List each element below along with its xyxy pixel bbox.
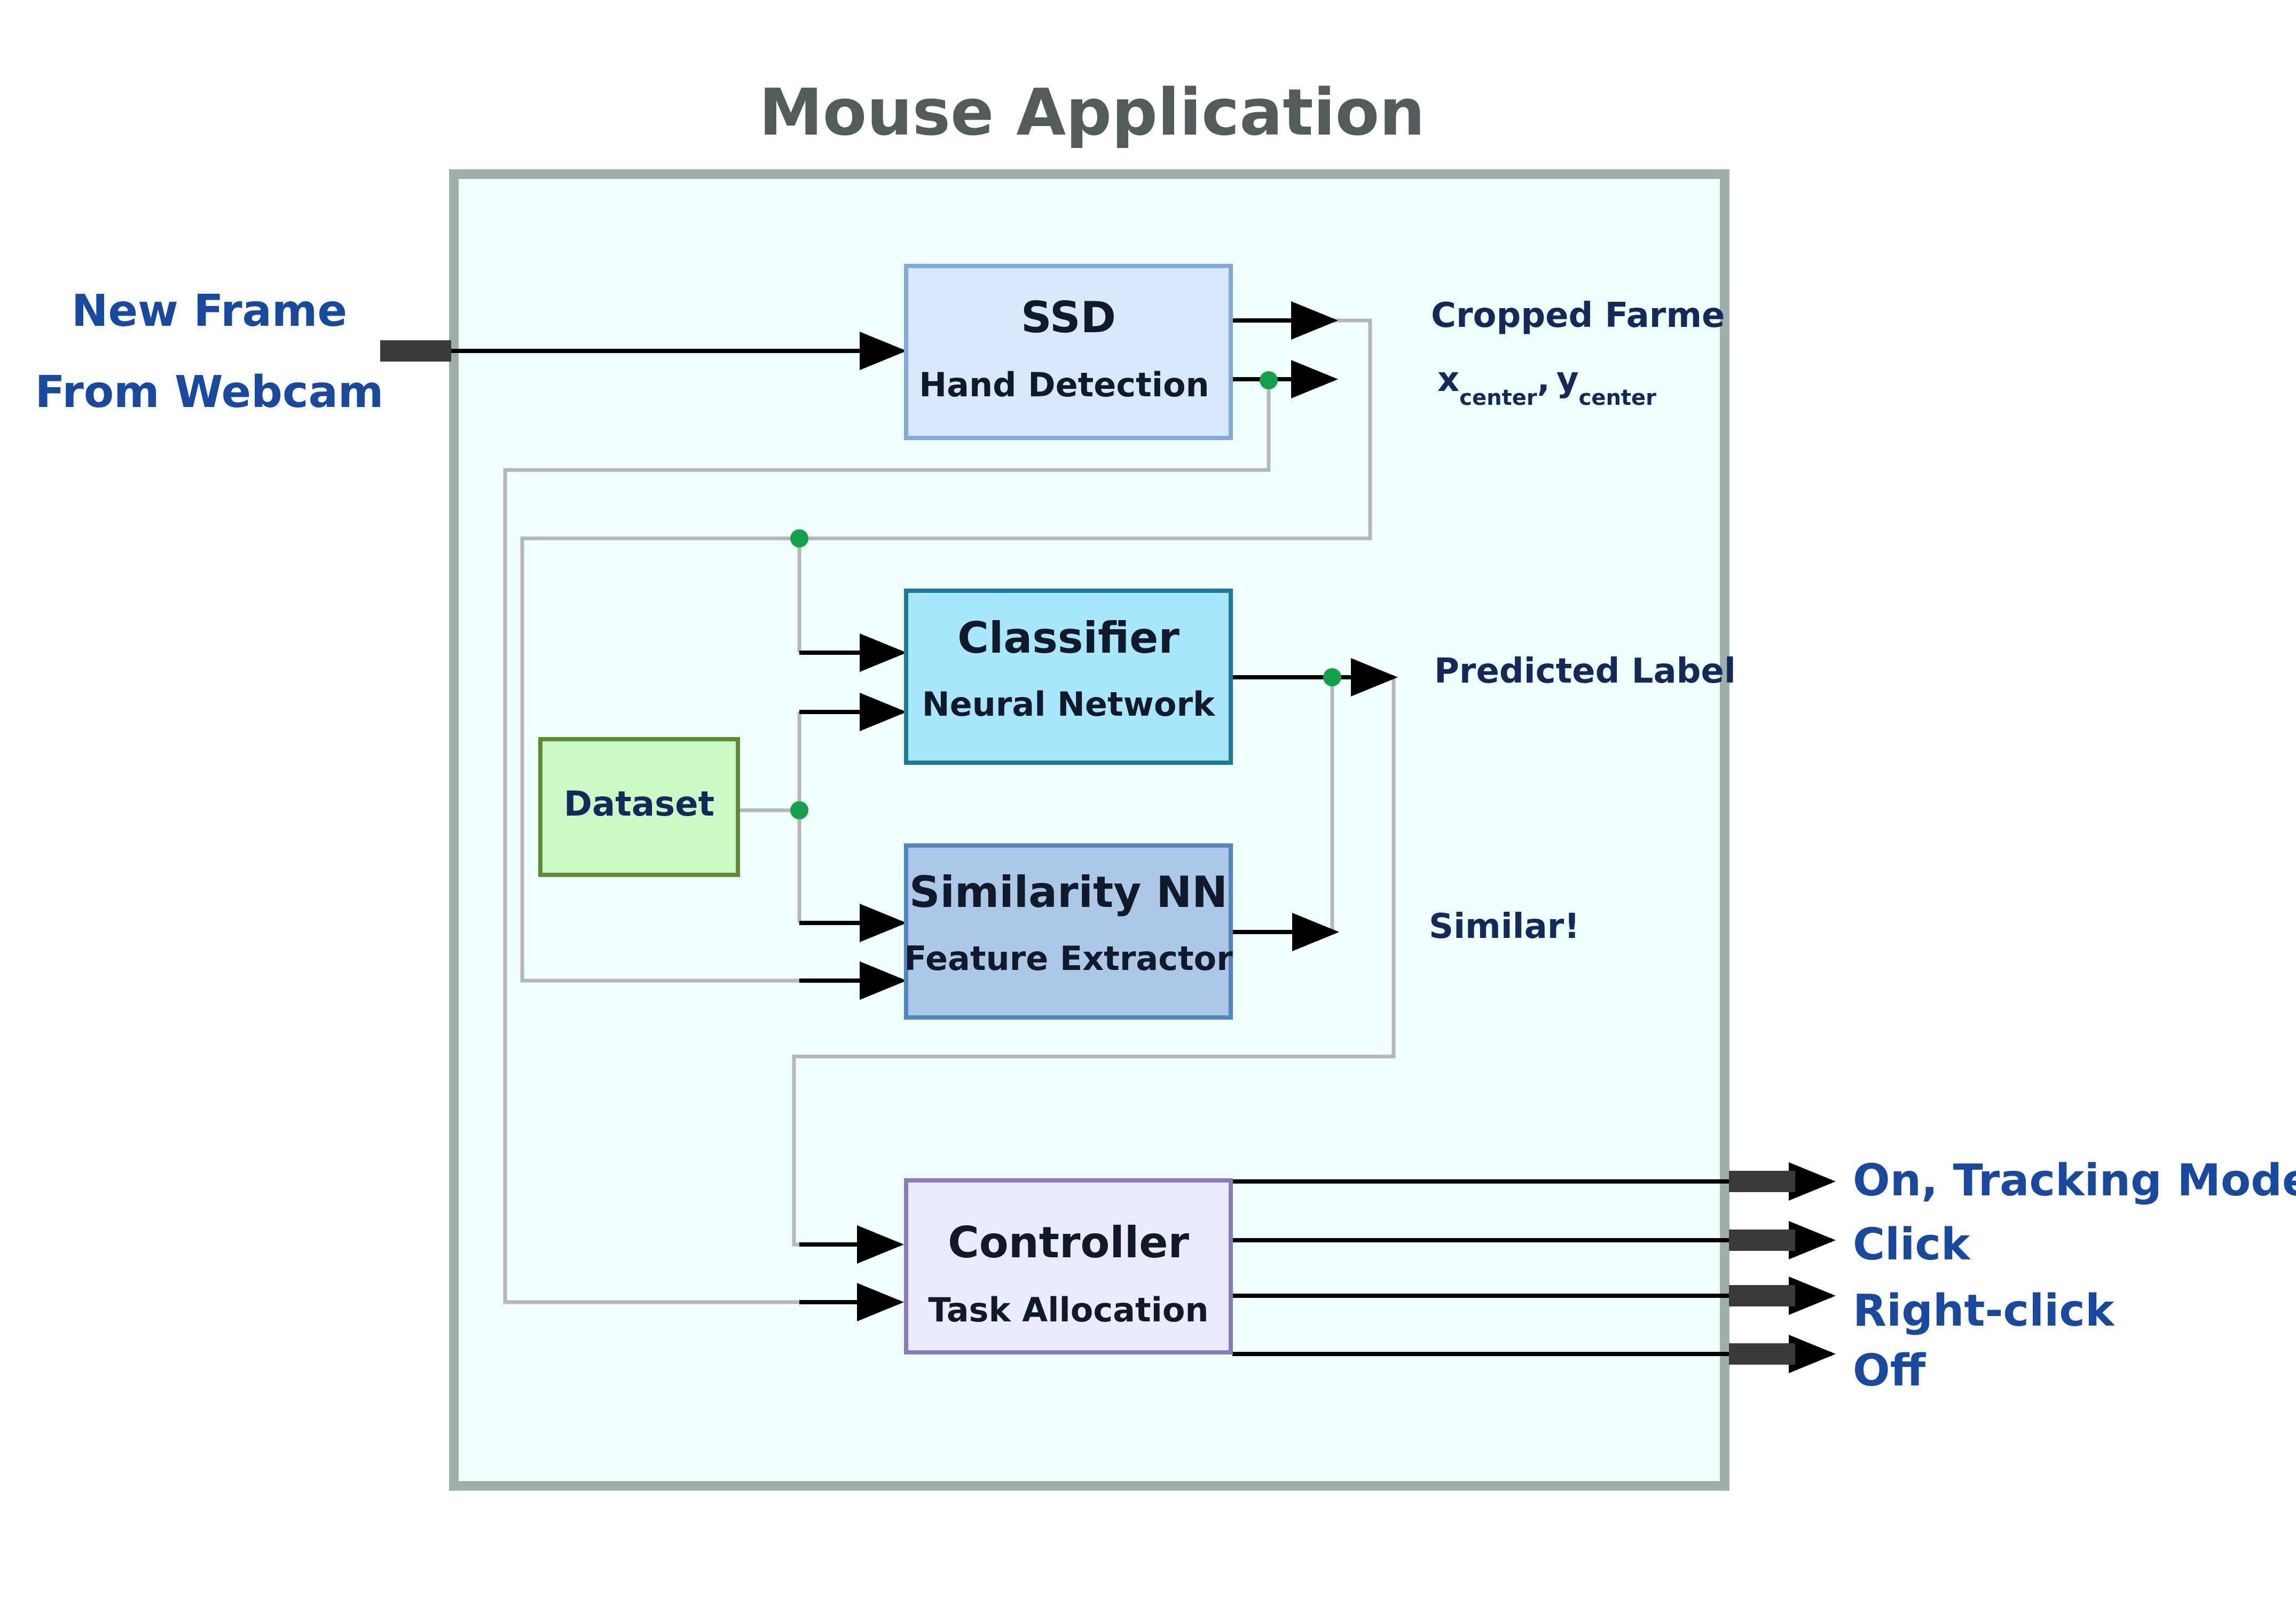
signal-y-sub: center (1579, 386, 1657, 410)
controller-box (904, 1178, 1233, 1355)
classifier-block: Classifier Neural Network (904, 589, 1233, 765)
classifier-subtitle: Neural Network (922, 685, 1216, 724)
similarity-box (904, 843, 1233, 1020)
controller-subtitle: Task Allocation (928, 1290, 1208, 1329)
signal-x-var: x (1437, 360, 1459, 400)
dataset-box (538, 737, 740, 877)
classifier-title: Classifier (957, 613, 1180, 663)
wire-cropped-frame (520, 318, 1372, 983)
classifier-box (904, 589, 1233, 765)
controller-block: Controller Task Allocation (904, 1178, 1233, 1355)
similarity-subtitle: Feature Extractor (904, 939, 1233, 978)
controller-title: Controller (948, 1218, 1189, 1267)
wire-coords (503, 379, 1271, 1304)
junction-dot-cropped (790, 529, 808, 547)
signal-coordinates: xcenter,ycenter (1437, 360, 1656, 410)
similarity-title: Similarity NN (909, 867, 1228, 917)
signal-similar: Similar! (1429, 907, 1580, 946)
signal-x-sub: center (1459, 386, 1537, 410)
junction-dot-coords (1260, 371, 1278, 389)
output-label-tracking: On, Tracking Mode (1853, 1155, 2296, 1206)
signal-predicted-label: Predicted Label (1434, 652, 1736, 691)
ssd-block: SSD Hand Detection (904, 264, 1233, 440)
signal-cropped-frame: Cropped Farme (1431, 296, 1725, 335)
ssd-box (904, 264, 1233, 440)
output-label-right-click: Right-click (1853, 1286, 2116, 1336)
signal-y-var: y (1556, 360, 1579, 400)
ssd-subtitle: Hand Detection (919, 365, 1209, 404)
input-label-line1: New Frame (72, 286, 347, 336)
output-label-off: Off (1853, 1345, 1927, 1396)
ssd-title: SSD (1021, 293, 1116, 342)
junction-dot-dataset (790, 801, 808, 819)
output-label-click: Click (1853, 1219, 1971, 1270)
dataset-label: Dataset (564, 785, 714, 824)
signal-comma: , (1537, 360, 1550, 400)
wire-feedback (792, 677, 1396, 1247)
input-label-line2: From Webcam (35, 367, 384, 418)
diagram-title: Mouse Application (759, 76, 1425, 150)
similarity-block: Similarity NN Feature Extractor (904, 843, 1233, 1020)
dataset-block: Dataset (538, 737, 740, 877)
junction-dot-label (1323, 668, 1341, 686)
